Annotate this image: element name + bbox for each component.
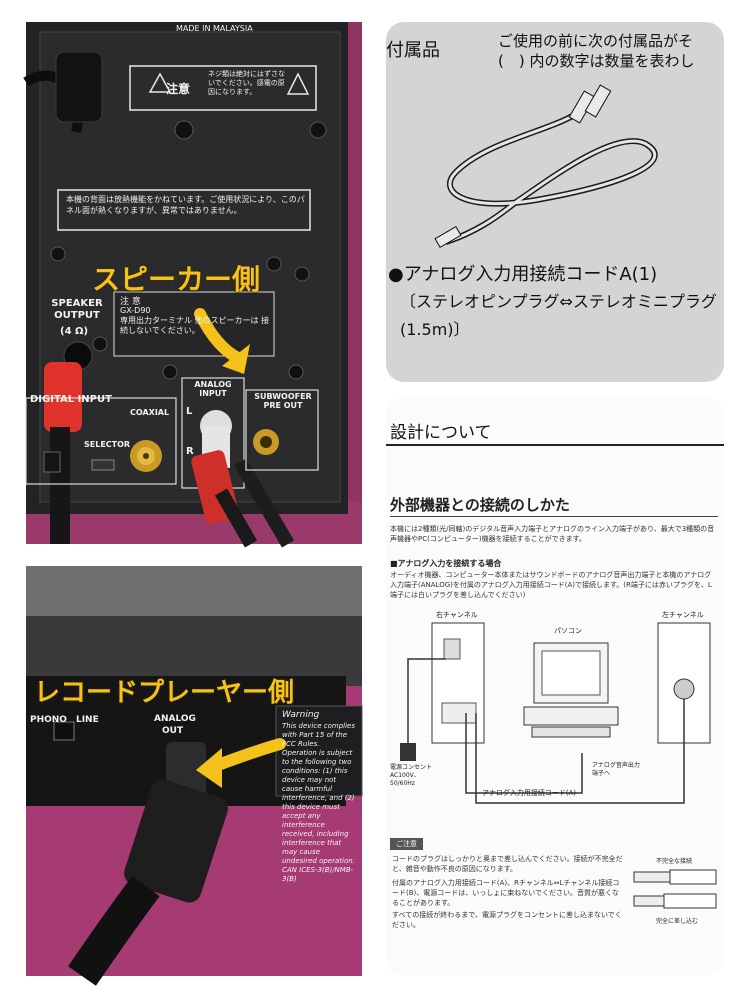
right-channel-mark: R xyxy=(186,446,194,457)
speaker-back-photo: MADE IN MALAYSIA 注意 ネジ類は絶対にはずさないでください。感電… xyxy=(23,22,362,548)
made-in-label: MADE IN MALAYSIA xyxy=(176,24,253,33)
turntable-back-photo: レコードプレーヤー側 PHONO LINE ANALOG OUT Warning… xyxy=(26,566,363,986)
accessory-item-length: (1.5m)〕 xyxy=(400,320,470,339)
caution-heading: ご注意 xyxy=(390,838,423,850)
accessories-manual: 付属品 ご使用の前に次の付属品がそ ( ) 内の数字は数量を表わし ●アナログ入… xyxy=(386,22,724,382)
complete-connection-label: 完全に差し込む xyxy=(656,918,699,925)
caution-label: 注意 xyxy=(166,82,191,96)
accessories-heading: 付属品 xyxy=(386,40,440,61)
impedance-label: (4 Ω) xyxy=(60,326,89,337)
analog-input-label: ANALOG INPUT xyxy=(194,380,232,398)
subwoofer-label: SUBWOOFER PRE OUT xyxy=(254,392,312,410)
right-channel-label: 右チャンネル xyxy=(436,611,478,619)
heat-notice: 本機の背面は放熱機能をかねています。ご使用状況により、このパネル面が熱くなります… xyxy=(66,195,305,215)
rca-cable-illustration xyxy=(434,84,658,249)
digital-input-label: DIGITAL INPUT xyxy=(30,394,112,405)
turntable-photo-scene xyxy=(26,566,363,986)
selector-label: SELECTOR xyxy=(84,440,131,449)
accessory-item-name: ●アナログ入力用接続コードA(1) xyxy=(388,264,658,285)
phono-line-label: PHONO LINE xyxy=(30,715,99,725)
title-rule xyxy=(390,516,718,517)
page-title: 外部機器との接続のしかた xyxy=(390,496,570,514)
connection-manual-page: 設計について 外部機器との接続のしかた 本機には2種類(光/同軸)のデジタル音声… xyxy=(386,398,724,976)
coaxial-label: COAXIAL xyxy=(130,408,170,417)
connection-diagram xyxy=(400,622,711,804)
speaker-side-caption: スピーカー側 xyxy=(92,263,261,296)
fcc-warning-title: Warning xyxy=(282,710,320,720)
analog-out-label-2: OUT xyxy=(162,726,184,736)
cord-label: アナログ入力用接続コード(A) xyxy=(482,789,577,797)
heading-rule xyxy=(386,444,724,446)
analog-out-label-1: ANALOG xyxy=(154,714,196,724)
caution-text: ネジ類は絶対にはずさないでください。感電の原因になります。 xyxy=(208,70,285,96)
note-2: 付属のアナログ入力用接続コード(A)、Rチャンネル⇔Lチャンネル接続コード(B)… xyxy=(392,879,620,907)
left-channel-label: 左チャンネル xyxy=(662,611,704,619)
left-channel-mark: L xyxy=(186,406,193,417)
accessories-intro-line2: ( ) 内の数字は数量を表わし xyxy=(498,52,695,70)
plug-illustration xyxy=(633,869,717,909)
outlet-label: 電源コンセント AC100V、50/60Hz xyxy=(390,764,433,787)
speaker-output-label: SPEAKER OUTPUT xyxy=(51,298,103,321)
cut-heading: 設計について xyxy=(390,423,492,443)
note-1: コードのプラグはしっかりと奥まで差し込んでください。接続が不完全だと、雑音や動作… xyxy=(392,855,623,873)
audio-out-label: アナログ音声出力端子へ xyxy=(592,762,640,777)
fcc-warning-text: This device complies with Part 15 of the… xyxy=(282,722,355,883)
notice-model: GX-D90 xyxy=(120,306,151,315)
pc-label: パソコン xyxy=(554,627,582,635)
notice-text: 専用出力ターミナル 他のスピーカーは 接続しないでください。 xyxy=(120,316,270,335)
page-intro: 本機には2種類(光/同軸)のデジタル音声入力端子とアナログのライン入力端子があり… xyxy=(390,525,715,543)
notice-title: 注 意 xyxy=(120,297,141,307)
incomplete-connection-label: 不完全な接続 xyxy=(656,858,693,865)
accessory-item-detail: 〔ステレオピンプラグ⇔ステレオミニプラグ xyxy=(400,292,717,311)
speaker-photo-scene xyxy=(23,22,362,548)
analog-subtext: オーディオ機器、コンピューター本体またはサウンドボードのアナログ音声出力端子と本… xyxy=(390,571,712,599)
note-3: すべての接続が終わるまで、電源プラグをコンセントに差し込まないでください。 xyxy=(392,911,622,929)
turntable-side-caption: レコードプレーヤー側 xyxy=(34,678,295,708)
analog-subheading: ■アナログ入力を接続する場合 xyxy=(390,559,502,568)
accessories-intro-line1: ご使用の前に次の付属品がそ xyxy=(498,32,694,50)
